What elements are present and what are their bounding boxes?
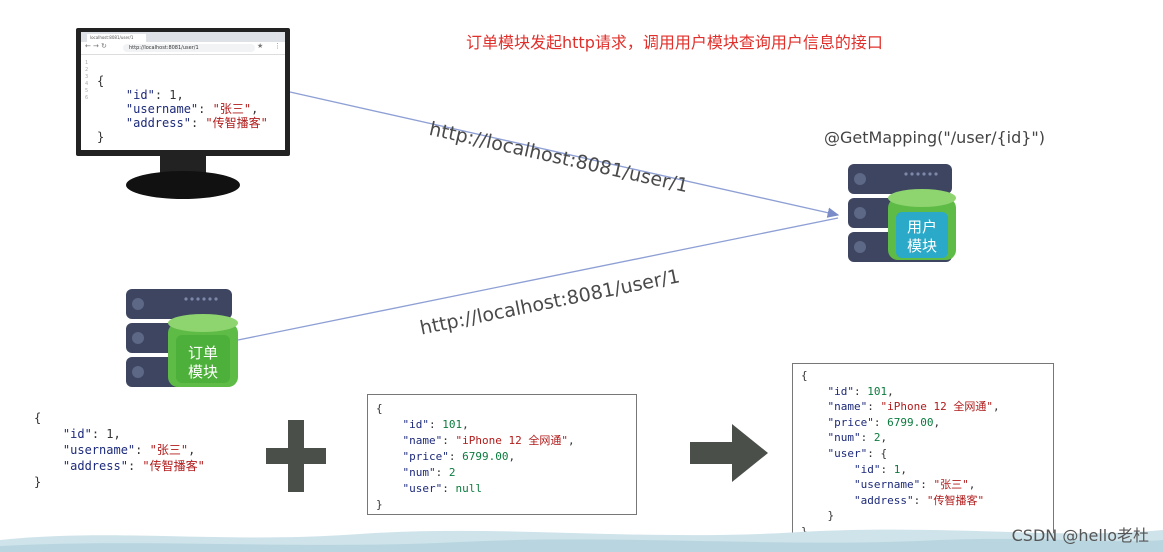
menu-icon[interactable]: ⋮ <box>274 42 281 50</box>
get-mapping-label: @GetMapping("/user/{id}") <box>824 128 1046 147</box>
result-json-name: "iPhone 12 全网通" <box>880 400 993 414</box>
result-json-price: 6799.00 <box>887 415 934 429</box>
browser-url-field[interactable]: http://localhost:8081/user/1 <box>123 44 255 52</box>
browser-json: { "id": 1, "username": "张三", "address": … <box>97 74 268 144</box>
result-json-num: 2 <box>873 431 881 445</box>
order-module-server-icon <box>126 289 238 387</box>
request-line-top <box>289 91 840 218</box>
result-json-id: 101 <box>867 384 888 398</box>
back-icon[interactable]: ← <box>85 42 91 50</box>
browser-tab-bar: localhost:8081/user/1 <box>81 32 285 42</box>
bottom-wave-decoration <box>0 529 1163 552</box>
user-module-label: 用户模块 <box>906 218 937 255</box>
order-json-box: { "id": 101, "name": "iPhone 12 全网通", "p… <box>367 394 637 515</box>
result-json-user-address: "传智播客" <box>926 493 985 507</box>
monitor-base <box>126 171 240 199</box>
user-json-username: "张三" <box>149 443 189 457</box>
forward-icon[interactable]: → <box>93 42 99 50</box>
order-json-num: 2 <box>448 466 456 479</box>
user-json-address: "传智播客" <box>142 459 205 473</box>
browser-window: localhost:8081/user/1 ← → ↻ http://local… <box>81 32 285 150</box>
star-icon[interactable]: ★ <box>257 42 264 50</box>
monitor-stand <box>160 156 206 174</box>
arrow-right-icon <box>690 424 768 482</box>
order-json-id: 101 <box>442 418 463 431</box>
plus-icon <box>266 420 326 492</box>
browser-json-address: "传智播客" <box>205 116 268 130</box>
browser-address-bar[interactable]: ← → ↻ http://localhost:8081/user/1 ★ ⋮ <box>81 42 285 55</box>
reload-icon[interactable]: ↻ <box>101 42 107 50</box>
order-json-price: 6799.00 <box>462 450 509 463</box>
browser-json-id: 1 <box>169 88 177 102</box>
user-json: { "id": 1, "username": "张三", "address": … <box>34 411 205 489</box>
user-json-id: 1 <box>106 427 114 441</box>
result-json-box: { "id": 101, "name": "iPhone 12 全网通", "p… <box>792 363 1054 547</box>
order-json-user: null <box>455 482 483 495</box>
result-json-user-username: "张三" <box>933 478 969 492</box>
user-module-server-icon <box>848 164 956 262</box>
request-line-bottom <box>237 217 839 341</box>
order-module-label: 订单模块 <box>187 344 218 381</box>
diagram-title: 订单模块发起http请求，调用用户模块查询用户信息的接口 <box>466 33 883 52</box>
browser-json-username: "张三" <box>212 102 252 116</box>
watermark: CSDN @hello老杜 <box>1011 526 1149 545</box>
monitor: localhost:8081/user/1 ← → ↻ http://local… <box>76 28 290 156</box>
order-json-name: "iPhone 12 全网通" <box>455 434 568 447</box>
browser-tab[interactable]: localhost:8081/user/1 <box>87 34 146 42</box>
result-json-user-id: 1 <box>893 462 901 476</box>
